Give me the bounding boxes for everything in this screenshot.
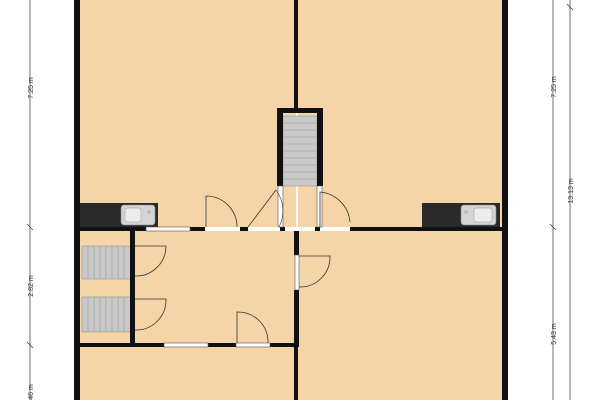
wall-mid-d [280,227,285,231]
wall-low-a [80,343,164,347]
wall-stair-side [130,231,135,343]
dimension-line-left [26,0,34,400]
stair-hall-lower [81,296,133,333]
wall-bottom-divider [294,347,298,400]
kitchen-right [422,203,500,227]
wall-mid-f [350,227,502,231]
wall-top-divider [294,0,298,110]
dimension-right-bottom: 5.43 m [551,323,558,345]
wall-low-c [270,343,298,347]
stair-hall-upper [81,245,133,280]
wall-mid-a [80,227,146,231]
room-bottom-right [298,231,502,400]
dimension-left-middle: 2.82 m [28,275,35,297]
dimension-right-overall: 13.13 m [568,178,575,203]
stair-wall-top [277,108,323,113]
room-top-right [298,0,502,227]
window-icon [145,185,323,348]
kitchen-left [80,203,158,227]
wall-hall-divider [294,231,299,255]
floor-areas [80,0,502,400]
wall-low-b [208,343,236,347]
wall-mid-b [190,227,205,231]
room-bottom-left [80,347,296,400]
wall-outer-left [74,0,80,400]
wall-mid-c [240,227,248,231]
stair-wall-left [277,110,283,186]
dimension-line-right [549,0,574,400]
room-top-left [80,0,296,227]
dimension-right-top: 7.25 m [551,76,558,98]
walls [74,0,508,400]
dimension-left-bottom: 46 m [28,384,35,400]
door-swing-icon [134,189,351,344]
wall-hall-divider-2 [294,290,299,347]
stair-wall-right [317,110,323,186]
dimension-left-top: 7.25 m [28,77,35,99]
wall-mid-e [315,227,320,231]
wall-outer-right [502,0,508,400]
